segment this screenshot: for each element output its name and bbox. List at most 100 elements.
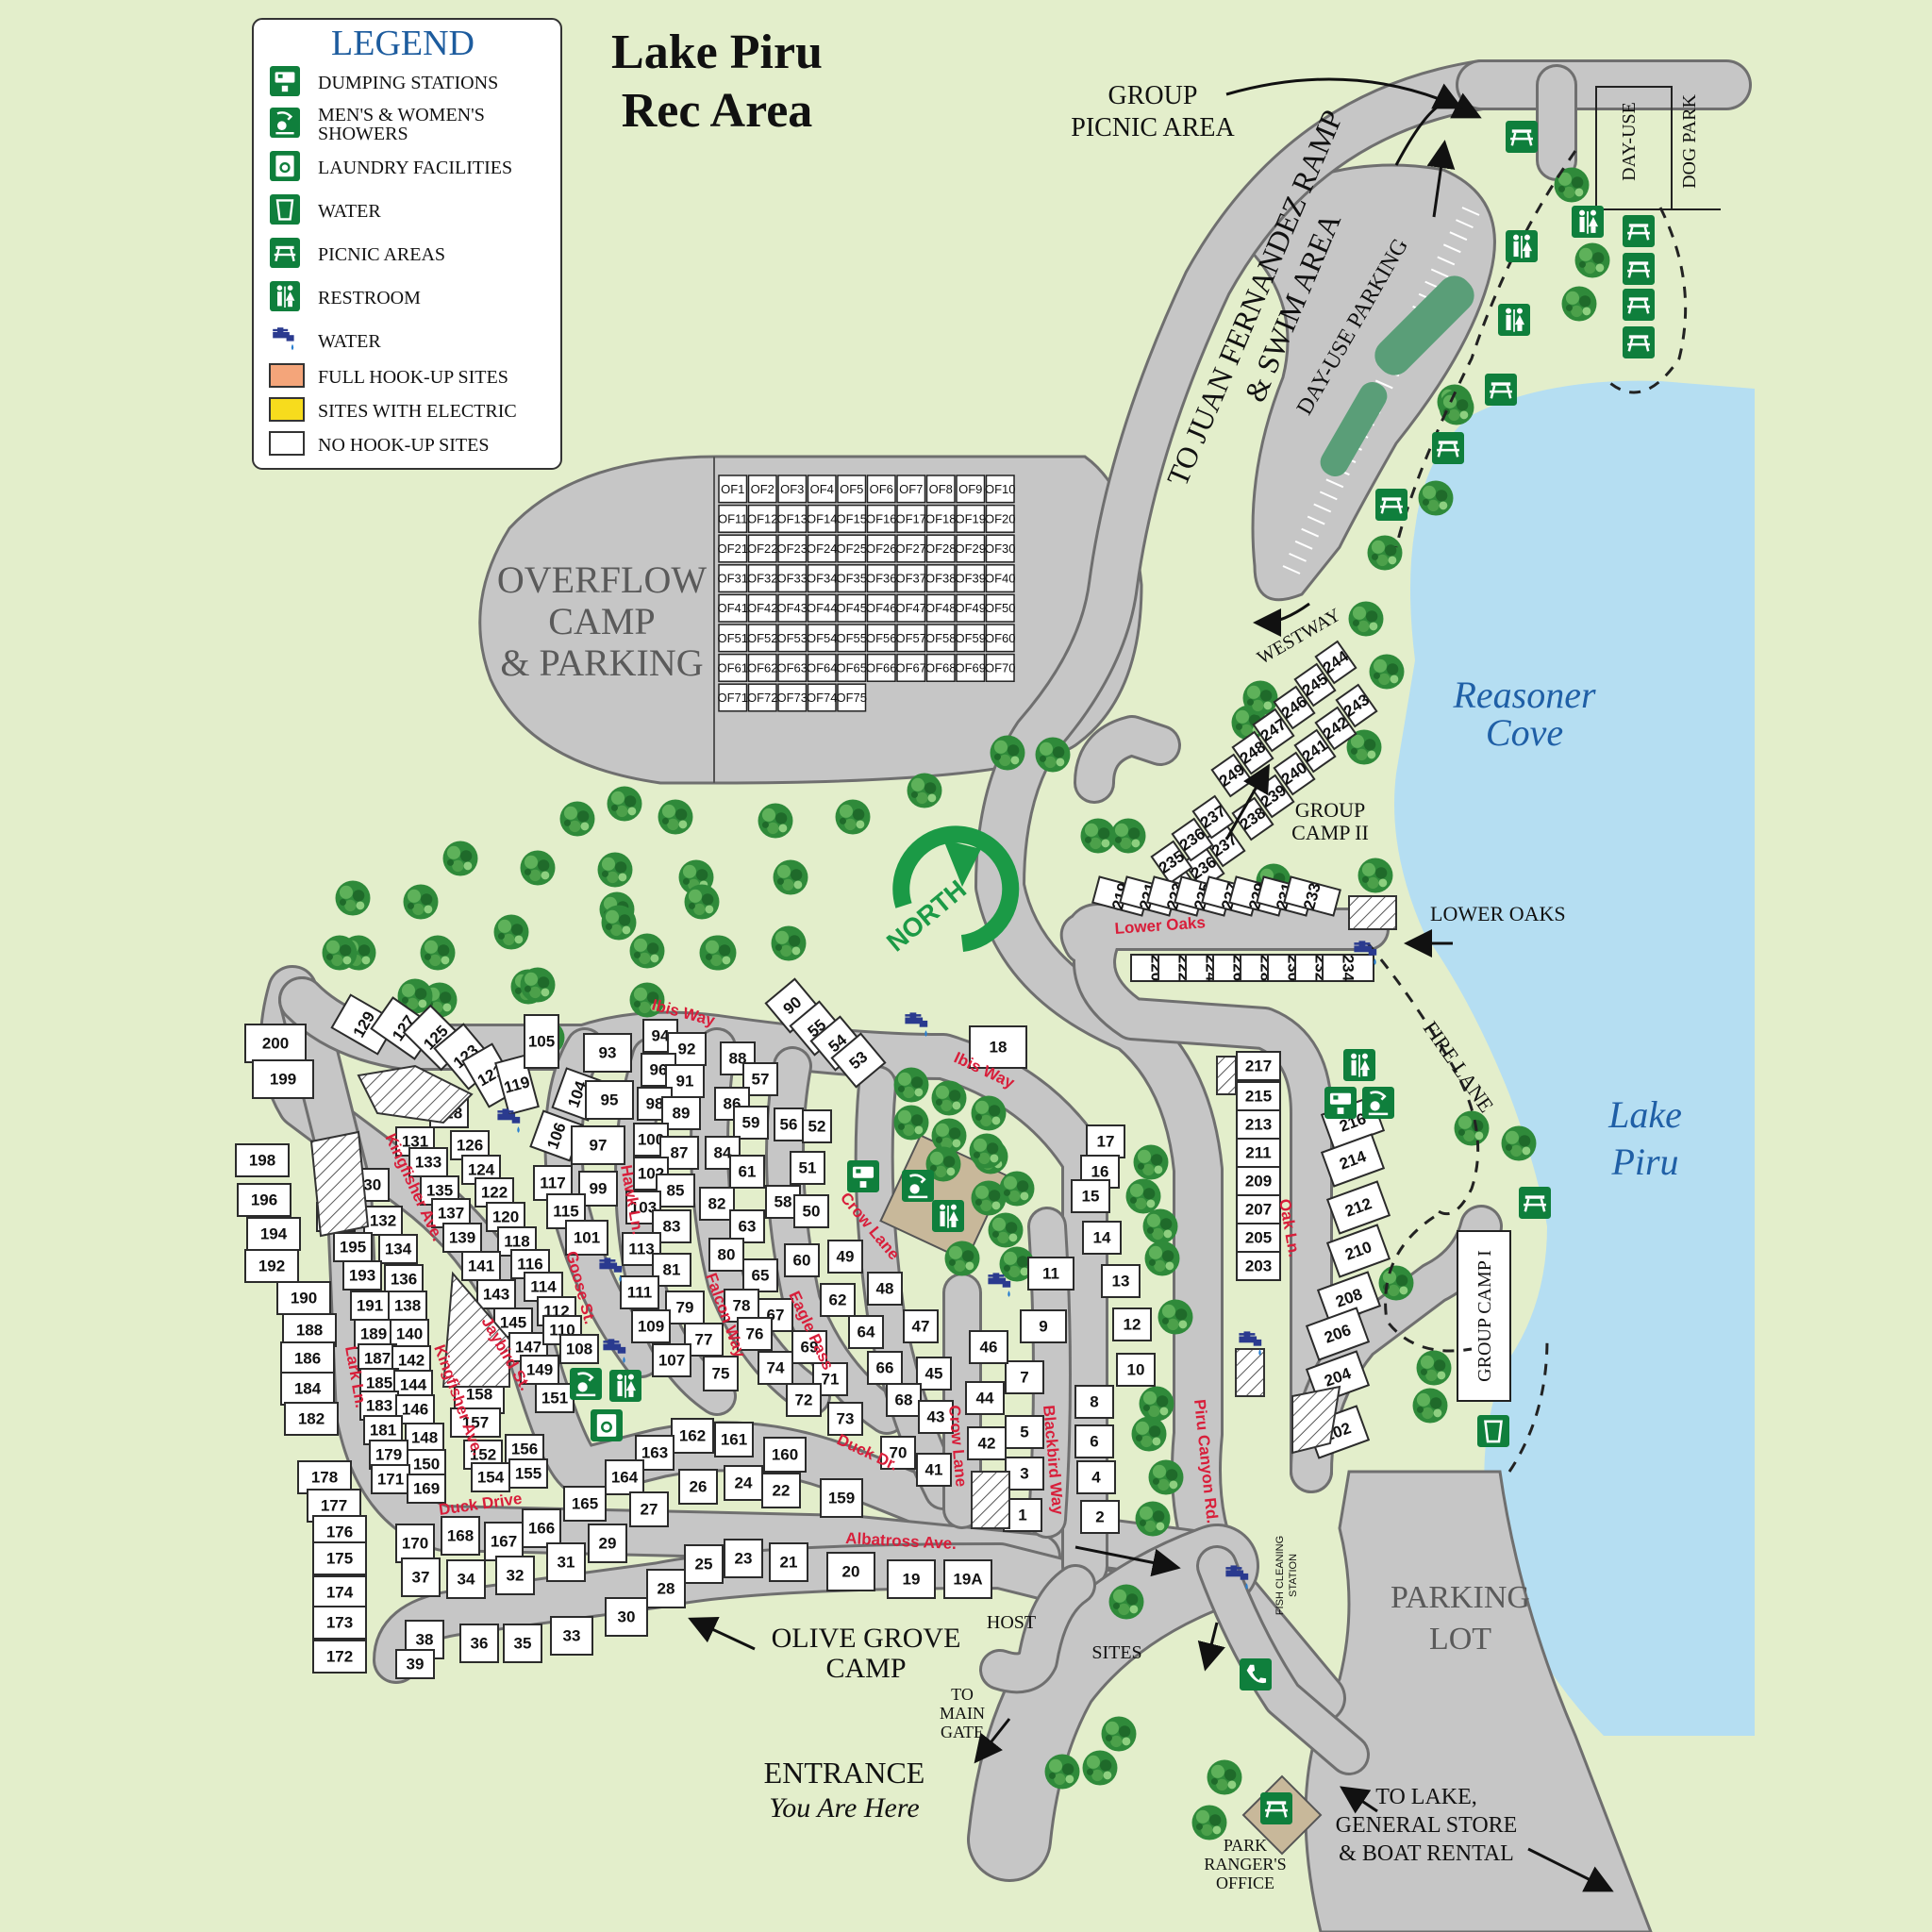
overflow-site[interactable] bbox=[866, 534, 896, 563]
overflow-site[interactable] bbox=[747, 683, 777, 712]
campsite[interactable]: 132 bbox=[363, 1206, 403, 1236]
campsite[interactable]: 13 bbox=[1101, 1264, 1141, 1298]
campsite[interactable]: 70 bbox=[880, 1436, 916, 1470]
campsite[interactable]: 186 bbox=[280, 1341, 335, 1375]
campsite[interactable]: 63 bbox=[729, 1209, 765, 1243]
overflow-site[interactable] bbox=[718, 475, 748, 504]
campsite[interactable]: 154 bbox=[471, 1462, 510, 1492]
campsite[interactable]: 148 bbox=[405, 1423, 444, 1453]
campsite[interactable]: 80 bbox=[708, 1238, 744, 1272]
campsite[interactable]: 191 bbox=[350, 1291, 390, 1321]
overflow-site[interactable] bbox=[925, 504, 956, 533]
campsite[interactable]: 28 bbox=[646, 1569, 686, 1608]
campsite[interactable]: 159 bbox=[820, 1478, 863, 1518]
overflow-site[interactable] bbox=[956, 564, 986, 593]
overflow-site[interactable] bbox=[807, 534, 837, 563]
campsite[interactable]: 170 bbox=[395, 1524, 435, 1563]
overflow-site[interactable] bbox=[747, 504, 777, 533]
overflow-site[interactable] bbox=[985, 564, 1015, 593]
overflow-site[interactable] bbox=[866, 593, 896, 623]
campsite[interactable]: 178 bbox=[297, 1460, 352, 1494]
campsite[interactable]: 24 bbox=[724, 1465, 763, 1501]
campsite[interactable]: 242 bbox=[1314, 706, 1357, 751]
campsite[interactable]: 200 bbox=[244, 1024, 307, 1063]
overflow-site[interactable] bbox=[866, 475, 896, 504]
campsite[interactable]: 161 bbox=[714, 1422, 754, 1457]
overflow-site[interactable] bbox=[747, 593, 777, 623]
overflow-site[interactable] bbox=[837, 653, 867, 682]
overflow-site[interactable] bbox=[837, 504, 867, 533]
campsite[interactable]: 50 bbox=[793, 1194, 829, 1228]
campsite[interactable]: 25 bbox=[684, 1544, 724, 1584]
campsite[interactable]: 60 bbox=[784, 1243, 820, 1277]
campsite[interactable]: 111 bbox=[620, 1275, 659, 1309]
campsite[interactable]: 160 bbox=[763, 1437, 807, 1473]
campsite[interactable]: 211 bbox=[1236, 1138, 1281, 1168]
campsite[interactable]: 8 bbox=[1074, 1385, 1114, 1419]
campsite[interactable]: 93 bbox=[583, 1033, 632, 1073]
campsite[interactable]: 23 bbox=[724, 1539, 763, 1578]
campsite[interactable]: 205 bbox=[1236, 1223, 1281, 1253]
campsite[interactable]: 4 bbox=[1076, 1460, 1116, 1494]
campsite[interactable]: 109 bbox=[631, 1309, 671, 1343]
campsite[interactable]: 174 bbox=[312, 1575, 367, 1609]
overflow-site[interactable] bbox=[956, 475, 986, 504]
overflow-site[interactable] bbox=[925, 653, 956, 682]
campsite[interactable]: 89 bbox=[661, 1096, 701, 1130]
overflow-site[interactable] bbox=[807, 624, 837, 653]
campsite[interactable]: 78 bbox=[724, 1289, 759, 1323]
campsite[interactable]: 119 bbox=[494, 1054, 540, 1116]
campsite[interactable]: 233 bbox=[1283, 875, 1341, 917]
campsite[interactable]: 61 bbox=[729, 1155, 765, 1189]
campsite[interactable]: 5 bbox=[1005, 1415, 1044, 1449]
campsite[interactable]: 6 bbox=[1074, 1424, 1114, 1458]
campsite[interactable]: 95 bbox=[585, 1080, 634, 1120]
campsite[interactable]: 194 bbox=[246, 1217, 301, 1251]
campsite[interactable]: 68 bbox=[886, 1383, 922, 1417]
campsite[interactable]: 188 bbox=[282, 1313, 337, 1347]
overflow-site[interactable] bbox=[718, 504, 748, 533]
overflow-site[interactable] bbox=[837, 564, 867, 593]
campsite[interactable]: 52 bbox=[802, 1109, 832, 1143]
campsite[interactable]: 163 bbox=[635, 1435, 675, 1471]
campsite[interactable]: 173 bbox=[312, 1606, 367, 1640]
campsite[interactable]: 129 bbox=[330, 993, 398, 1056]
campsite[interactable]: 217 bbox=[1236, 1051, 1281, 1081]
campsite[interactable]: 215 bbox=[1236, 1081, 1281, 1111]
campsite[interactable]: 203 bbox=[1236, 1251, 1281, 1281]
overflow-site[interactable] bbox=[956, 653, 986, 682]
overflow-site[interactable] bbox=[866, 624, 896, 653]
campsite[interactable]: 105 bbox=[524, 1014, 559, 1069]
campsite[interactable]: 27 bbox=[629, 1491, 669, 1527]
campsite[interactable]: 32 bbox=[495, 1556, 535, 1595]
overflow-site[interactable] bbox=[837, 534, 867, 563]
overflow-site[interactable] bbox=[777, 475, 808, 504]
campsite[interactable]: 103 bbox=[625, 1191, 661, 1224]
campsite[interactable]: 45 bbox=[916, 1357, 952, 1391]
overflow-site[interactable] bbox=[718, 624, 748, 653]
campsite[interactable]: 35 bbox=[503, 1624, 542, 1663]
campsite[interactable]: 65 bbox=[742, 1258, 778, 1292]
overflow-site[interactable] bbox=[956, 624, 986, 653]
overflow-site[interactable] bbox=[837, 683, 867, 712]
overflow-site[interactable] bbox=[985, 475, 1015, 504]
overflow-site[interactable] bbox=[985, 624, 1015, 653]
campsite[interactable]: 206 bbox=[1305, 1307, 1371, 1361]
overflow-site[interactable] bbox=[925, 564, 956, 593]
overflow-site[interactable] bbox=[866, 564, 896, 593]
campsite[interactable]: 136 bbox=[384, 1264, 424, 1294]
campsite[interactable]: 120 bbox=[486, 1202, 525, 1232]
campsite[interactable]: 29 bbox=[588, 1524, 627, 1563]
overflow-site[interactable] bbox=[956, 504, 986, 533]
overflow-site[interactable] bbox=[837, 624, 867, 653]
campsite[interactable]: 71 bbox=[812, 1362, 848, 1396]
overflow-site[interactable] bbox=[777, 564, 808, 593]
overflow-site[interactable] bbox=[896, 653, 926, 682]
campsite[interactable]: 241 bbox=[1293, 728, 1337, 774]
overflow-site[interactable] bbox=[866, 504, 896, 533]
campsite[interactable]: 143 bbox=[476, 1279, 516, 1309]
overflow-site[interactable] bbox=[837, 593, 867, 623]
campsite[interactable]: 30 bbox=[605, 1597, 648, 1637]
overflow-site[interactable] bbox=[807, 504, 837, 533]
campsite[interactable]: 31 bbox=[546, 1542, 586, 1582]
